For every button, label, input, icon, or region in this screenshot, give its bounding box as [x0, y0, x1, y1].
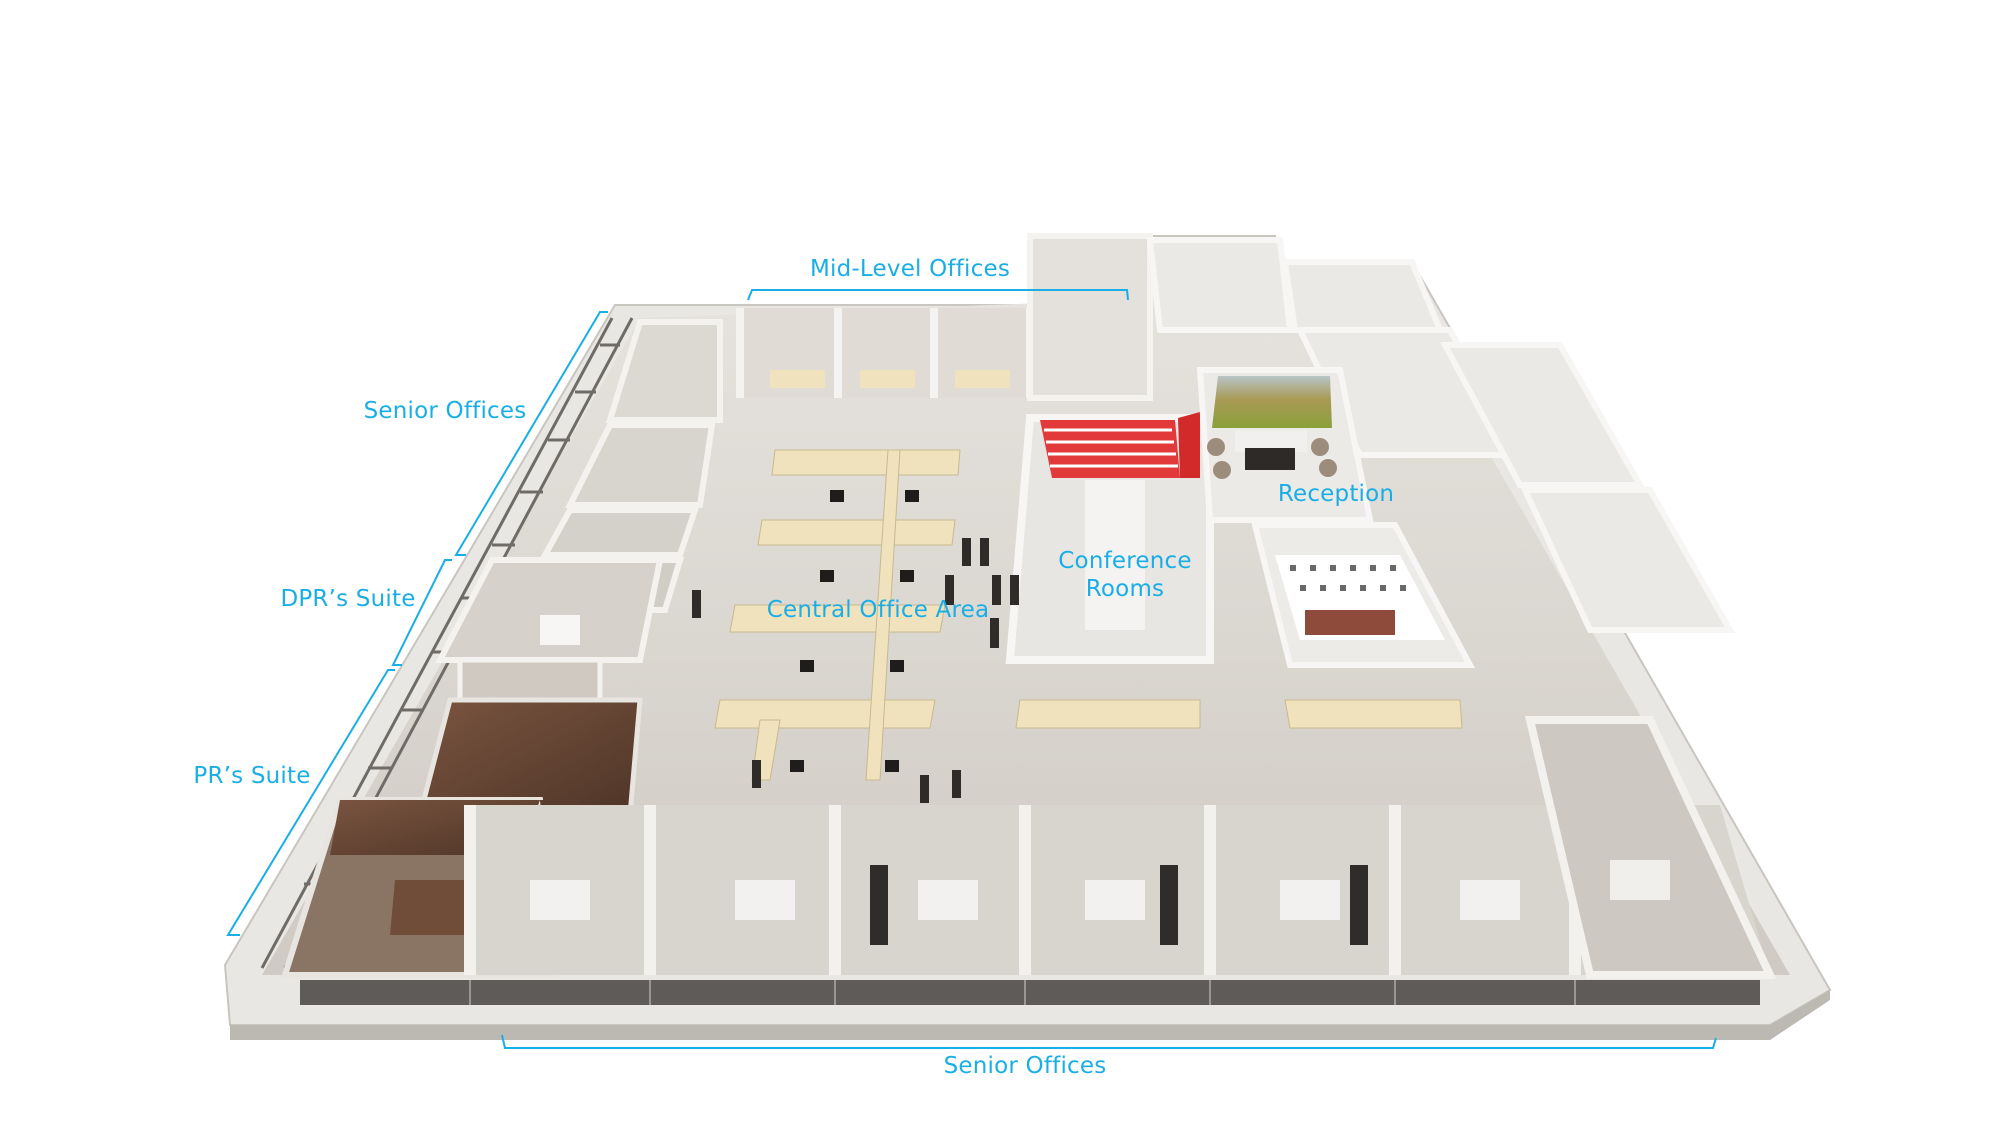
bracket-mid-level-offices — [747, 289, 1129, 301]
label-senior-offices-left: Senior Offices — [363, 398, 527, 424]
label-senior-offices-bottom: Senior Offices — [943, 1053, 1107, 1079]
right-corner-office — [1524, 716, 1777, 979]
label-mid-level-offices: Mid-Level Offices — [809, 256, 1011, 282]
top-right-rooms — [1146, 237, 1736, 633]
bracket-dpr-suite — [391, 559, 452, 666]
label-conference-rooms: Conference Rooms — [1055, 548, 1195, 603]
bottom-senior-offices — [300, 805, 1770, 1005]
label-central-office-area: Central Office Area — [766, 597, 990, 623]
bracket-senior-offices-bottom — [501, 1034, 1717, 1049]
bracket-pr-suite — [226, 669, 395, 936]
dpr-suite-room — [435, 557, 664, 663]
reception-area — [1196, 367, 1374, 523]
label-conference-line2: Rooms — [1085, 575, 1165, 602]
label-reception: Reception — [1277, 481, 1395, 507]
lounge-room — [1251, 522, 1476, 668]
central-workstations — [692, 449, 1463, 803]
bracket-senior-offices-left — [454, 311, 608, 556]
label-dpr-suite: DPR’s Suite — [280, 586, 416, 612]
label-conference-line1: Conference — [1058, 548, 1192, 574]
label-pr-suite: PR’s Suite — [193, 763, 311, 789]
conference-rooms — [1005, 412, 1214, 664]
annotation-brackets — [226, 289, 1717, 1049]
mid-level-offices — [736, 233, 1153, 401]
